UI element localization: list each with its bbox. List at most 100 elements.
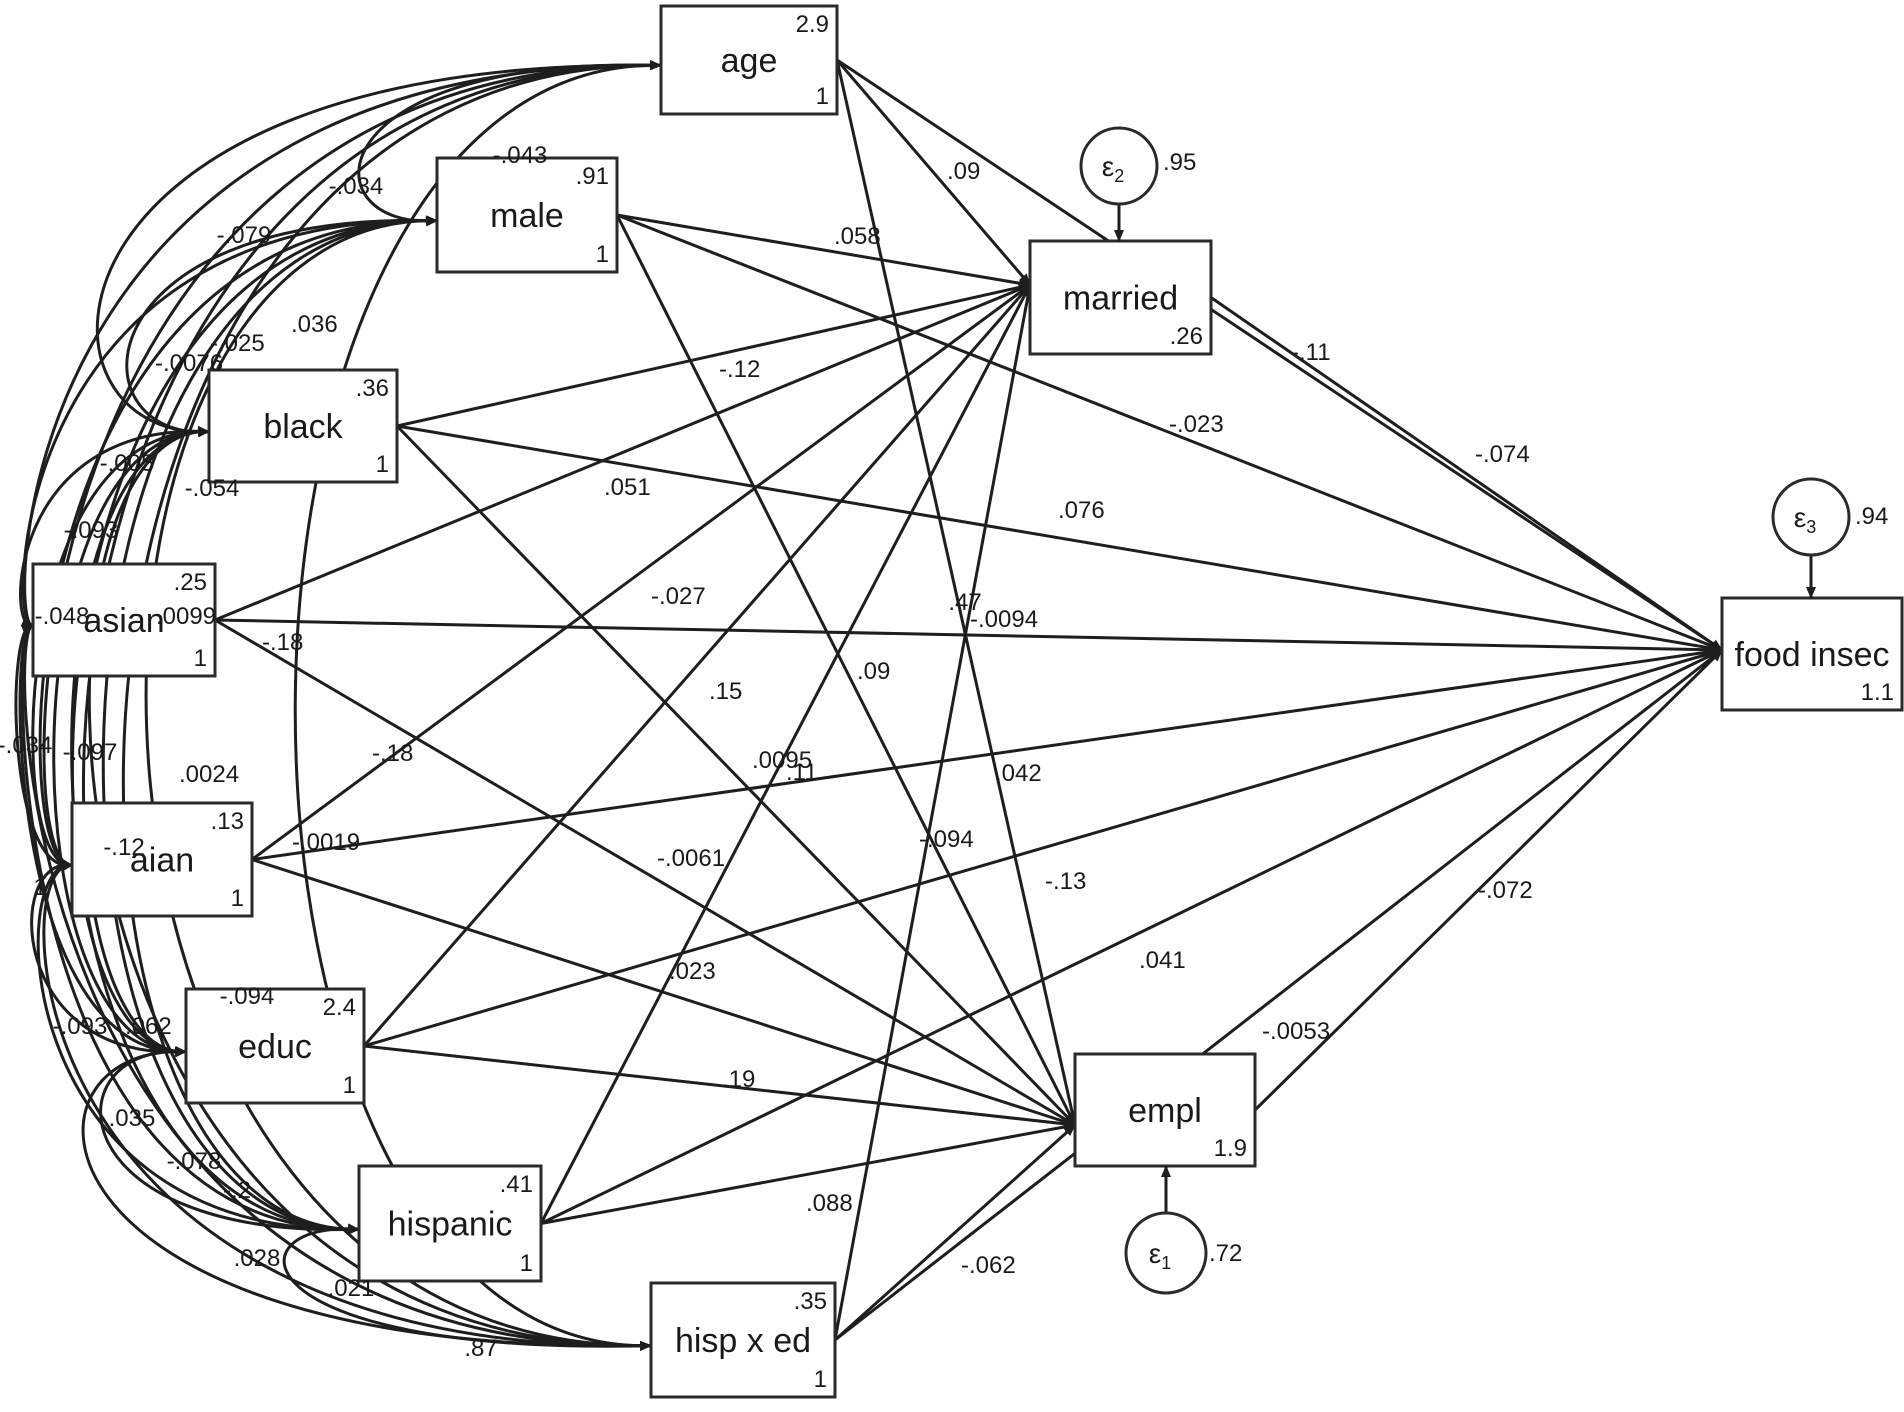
coefficient-label: .87 [464,1335,497,1362]
coefficient-label: .09 [857,658,890,685]
node-asian-box [31,562,217,678]
node-educ-box [184,987,366,1105]
node-black-label: black [263,408,343,446]
path-age-to-empl [835,59,1078,1126]
coefficient-label: .09 [947,158,980,185]
node-married-box [1028,239,1213,356]
node-black-mean: .36 [356,375,389,402]
coefficient-label: .088 [806,1190,853,1217]
node-educ-variance: 1 [343,1072,356,1099]
coefficient-label: -.0061 [657,845,725,872]
node-male-label: male [490,197,564,235]
coefficient-label: -.097 [63,739,118,766]
path-black-to-food [396,424,1723,654]
coefficient-label: .035 [109,1105,156,1132]
node-married-variance: .26 [1170,323,1203,350]
coefficient-label: -.078 [167,1148,222,1175]
path-male-to-food [616,213,1723,652]
coefficient-label: .051 [604,474,651,501]
coefficient-label: -.13 [1045,868,1086,895]
node-asian-label: asian [83,602,164,640]
coefficient-label: .15 [709,678,742,705]
coefficient-label: .041 [1139,947,1186,974]
path-educ-to-food [363,648,1723,1048]
regression-paths [214,58,1724,1342]
path-hispxed-to-empl [833,1123,1077,1342]
node-aian-box [70,801,254,918]
coefficient-label: .0099 [156,603,216,630]
node-aian-label: aian [130,842,194,880]
coefficient-label: -.0094 [970,606,1038,633]
path-aian-to-food [251,646,1723,861]
node-hispxed-box [649,1281,837,1399]
node-age-box [659,4,839,116]
error-e2: ε2.95 [1079,126,1196,242]
path-empl-to-food [1253,648,1724,1112]
coefficient-label: -.12 [103,834,144,861]
node-food-label: food insec [1735,636,1890,674]
error-e3-circle [1771,477,1851,557]
node-male: male.911 [435,156,619,274]
error-e1-circle [1124,1211,1208,1295]
node-age-label: age [721,42,778,80]
node-age-variance: 1 [816,83,829,110]
coefficient-label: -.034 [329,173,384,200]
coefficient-label: -.027 [651,583,706,610]
coefficient-label: .11 [786,759,818,786]
path-educ-to-empl [363,1044,1076,1129]
path-asian-to-married [214,283,1031,622]
variable-nodes: age2.91male.911black.361asian.251aian.13… [31,4,1904,1399]
coefficient-label: -.0053 [1262,1018,1330,1045]
node-hispanic-box [357,1164,543,1283]
node-married: married.26 [1028,239,1213,356]
node-hispanic-variance: 1 [520,1250,533,1277]
coefficient-label: -.023 [1169,411,1224,438]
error-e3-variance: .94 [1855,503,1888,530]
path-hispanic-to-food [540,648,1723,1225]
coefficient-label: -.18 [372,740,413,767]
node-food: food insec 1.1 [1720,596,1904,712]
node-empl-variance: 1.9 [1214,1135,1247,1162]
node-hispanic-label: hispanic [388,1206,513,1244]
node-black-box [207,368,399,484]
covariance-asian-hispxed [20,617,652,1351]
coefficient-label: -.043 [493,142,548,169]
covariance-hispanic-hispxed [282,1223,652,1351]
coefficient-label: -.072 [1478,877,1533,904]
node-hispxed-label: hisp x ed [675,1322,811,1360]
node-hispxed-mean: .35 [794,1288,827,1315]
coefficient-label: .076 [1058,497,1105,524]
covariance-age-asian [20,60,662,634]
path-married-to-food [1210,296,1723,652]
error-e1-variance: .72 [1209,1240,1242,1267]
coefficient-labels: .09.058-.12-.11-.023-.074.051.076-.027-.… [0,142,1533,1362]
coefficient-label: .058 [834,223,881,250]
error-e1: ε1.72 [1124,1165,1242,1295]
path-black-to-empl [395,424,1077,1127]
error-e2-variance: .95 [1163,149,1196,176]
coefficient-label: .0024 [179,761,239,788]
coefficient-label: -.048 [35,603,90,630]
coefficient-label: -.2 [223,1177,251,1204]
coefficient-label: -.094 [220,983,275,1010]
node-hispanic: hispanic .41 1 [357,1164,543,1283]
error-terms: ε2.95 ε1.72 ε3.94 [1079,126,1888,1295]
path-male-to-empl [615,214,1077,1126]
node-empl: empl 1.9 [1073,1052,1257,1168]
node-empl-label: empl [1128,1092,1202,1130]
node-male-variance: 1 [596,241,609,268]
coefficient-label: -.12 [719,356,760,383]
node-food-variance: 1.1 [1861,679,1894,706]
error-e3: ε3.94 [1771,477,1888,599]
path-asian-to-empl [214,618,1076,1127]
path-asian-to-food [214,618,1723,655]
coefficient-label: .062 [125,1013,172,1040]
coefficient-label: -.062 [961,1252,1016,1279]
coefficient-label: .042 [995,760,1042,787]
coefficient-label: -.18 [262,629,303,656]
node-aian: aian.131 [70,801,254,918]
path-black-to-married [396,282,1031,428]
node-hispanic-mean: .41 [500,1171,533,1198]
